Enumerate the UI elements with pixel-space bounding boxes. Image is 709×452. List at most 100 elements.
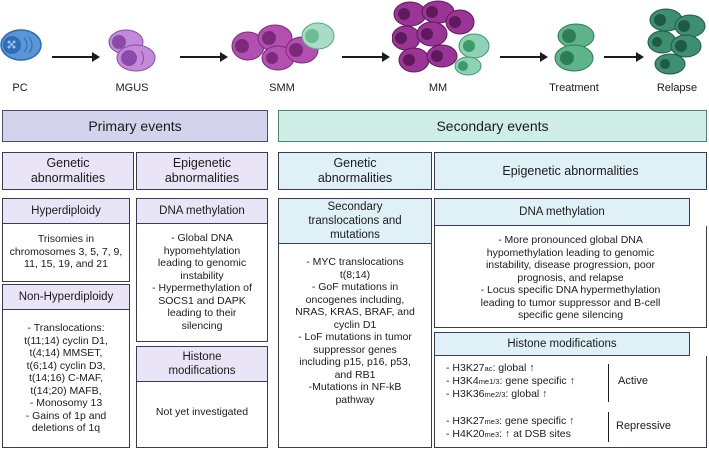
list-line: pathway — [335, 393, 375, 406]
relapse-cells-icon — [647, 8, 706, 75]
list-line: - Locus specific DNA hypermethylation — [480, 284, 661, 296]
list-line: instability, disease progression, poor — [485, 259, 656, 271]
repressive-bracket-line — [608, 412, 609, 442]
secondary-histone-panel — [434, 356, 707, 448]
list-line: leading to tumor suppressor and B-cell — [480, 296, 661, 309]
list-line: deletions of 1q — [31, 422, 101, 434]
list-line: including p15, p16, p53, — [299, 356, 411, 368]
secondary-translocations-header: Secondary translocations and mutations — [278, 198, 432, 244]
primary-histone-panel — [136, 382, 268, 448]
primary-dna-methylation-header: DNA methylation — [136, 198, 268, 224]
treatment-cells-icon — [554, 23, 595, 72]
stage-label-pc: PC — [12, 82, 28, 94]
list-line: -Mutations in NF-kB — [308, 381, 402, 393]
stage-label-mm: MM — [428, 82, 448, 94]
stage-label-treatment: Treatment — [549, 82, 599, 94]
list-line: leading to their — [167, 307, 237, 319]
list-line: leading to genomic — [157, 257, 247, 269]
histone-mark-text: - H3K36 — [446, 388, 485, 400]
secondary-dna-methylation-panel — [434, 226, 707, 328]
repressive-modifications-list: - H3K27me3: gene specific ↑- H4K20me3: ↑… — [446, 415, 616, 441]
histone-mark-item: - H3K36me2/3: global ↑ — [446, 388, 616, 401]
histone-mark-text: - H3K27 — [446, 415, 485, 427]
list-line: - LoF mutations in tumor — [298, 331, 412, 343]
list-line: t(8;14) — [339, 268, 371, 281]
secondary-events-header: Secondary events — [278, 110, 707, 142]
list-line: oncogenes including, — [305, 293, 405, 306]
modification-type: me1/3 — [478, 377, 500, 386]
primary-genetic-header: Genetic abnormalities — [2, 152, 134, 190]
arrow-icon — [604, 52, 644, 62]
list-line: - Hypermethylation of — [152, 282, 252, 294]
histone-mark-text: : global ↑ — [492, 362, 535, 374]
list-line: hypomethylation leading to genomic — [486, 246, 655, 259]
list-line: and RB1 — [334, 368, 376, 381]
list-line: - Global DNA — [171, 232, 233, 244]
secondary-epigenetic-header: Epigenetic abnormalities — [434, 152, 707, 190]
histone-mark-text: - H4K20 — [446, 428, 485, 440]
list-line: - Monosomy 13 — [29, 397, 103, 409]
stage-label-smm: SMM — [269, 82, 295, 94]
arrow-icon — [500, 52, 548, 62]
list-line: cyclin D1 — [333, 318, 377, 331]
histone-mark-text: : gene specific ↑ — [499, 375, 575, 387]
non-hyperdiploidy-panel — [2, 310, 130, 448]
secondary-dna-methylation-header: DNA methylation — [434, 198, 690, 226]
arrow-icon — [180, 52, 228, 62]
list-line: - MYC translocations — [306, 256, 404, 268]
primary-events-header: Primary events — [2, 110, 268, 142]
histone-mark-item: - H3K4me1/3: gene specific ↑ — [446, 375, 616, 388]
hyperdiploidy-panel — [2, 224, 130, 282]
list-line: silencing — [181, 319, 223, 332]
list-line: specific gene silencing — [517, 309, 624, 321]
list-line: t(6;14) cyclin D3, — [26, 359, 106, 372]
stage-label-mgus: MGUS — [115, 82, 149, 94]
plasma-cell-icon — [0, 29, 42, 61]
histone-mark-text: : global ↑ — [505, 388, 548, 400]
active-label: Active — [618, 375, 648, 387]
histone-mark-text: : gene specific ↑ — [499, 415, 575, 427]
list-line: t(4;14) MMSET, — [29, 347, 103, 359]
arrow-icon — [52, 52, 100, 62]
non-hyperdiploidy-header: Non-Hyperdiploidy — [2, 284, 130, 310]
smm-cells-icon — [231, 22, 335, 71]
primary-epigenetic-header: Epigenetic abnormalities — [136, 152, 268, 190]
active-modifications-list: - H3K27ac: global ↑- H3K4me1/3: gene spe… — [446, 362, 616, 401]
mgus-cells-icon — [108, 29, 156, 72]
histone-mark-item: - H3K27me3: gene specific ↑ — [446, 415, 616, 428]
modification-type: ac — [484, 364, 493, 373]
histone-mark-text: : ↑ at DSB sites — [499, 428, 571, 440]
hyperdiploidy-text: Trisomies in chromosomes 3, 5, 7, 9, 11,… — [9, 233, 123, 270]
list-line: SOCS1 and DAPK — [158, 294, 246, 307]
list-line: prognosis, and relapse — [517, 271, 624, 284]
active-bracket-line — [608, 364, 609, 402]
histone-mark-item: - H3K27ac: global ↑ — [446, 362, 616, 375]
list-line: - Translocations: — [27, 322, 105, 334]
arrow-icon — [342, 52, 390, 62]
secondary-histone-header: Histone modifications — [434, 332, 690, 356]
modification-type: me2/3 — [484, 390, 506, 399]
list-line: t(14;20) MAFB, — [30, 384, 102, 397]
secondary-translocations-panel — [278, 244, 432, 448]
histone-mark-item: - H4K20me3: ↑ at DSB sites — [446, 428, 616, 441]
histone-mark-text: - H3K4 — [446, 375, 479, 387]
primary-dna-methylation-panel — [136, 224, 268, 342]
non-hyperdiploidy-list: - Translocations:t(11;14) cyclin D1,t(4;… — [6, 322, 126, 435]
list-line: t(11;14) cyclin D1, — [24, 334, 108, 347]
list-line: instability — [180, 269, 224, 282]
modification-type: me3 — [484, 417, 500, 426]
list-line: - Gains of 1p and — [25, 409, 107, 422]
list-line: - More pronounced global DNA — [498, 234, 643, 246]
repressive-label: Repressive — [616, 420, 672, 432]
hyperdiploidy-header: Hyperdiploidy — [2, 198, 130, 224]
list-line: hypomehtylation — [163, 244, 241, 257]
secondary-genetic-header: Genetic abnormalities — [278, 152, 432, 190]
stage-label-relapse: Relapse — [656, 82, 698, 94]
mm-cells-icon — [392, 0, 490, 76]
primary-histone-text: Not yet investigated — [155, 406, 249, 418]
list-line: t(14;16) C-MAF, — [28, 372, 104, 384]
list-line: NRAS, KRAS, BRAF, and — [295, 306, 415, 318]
